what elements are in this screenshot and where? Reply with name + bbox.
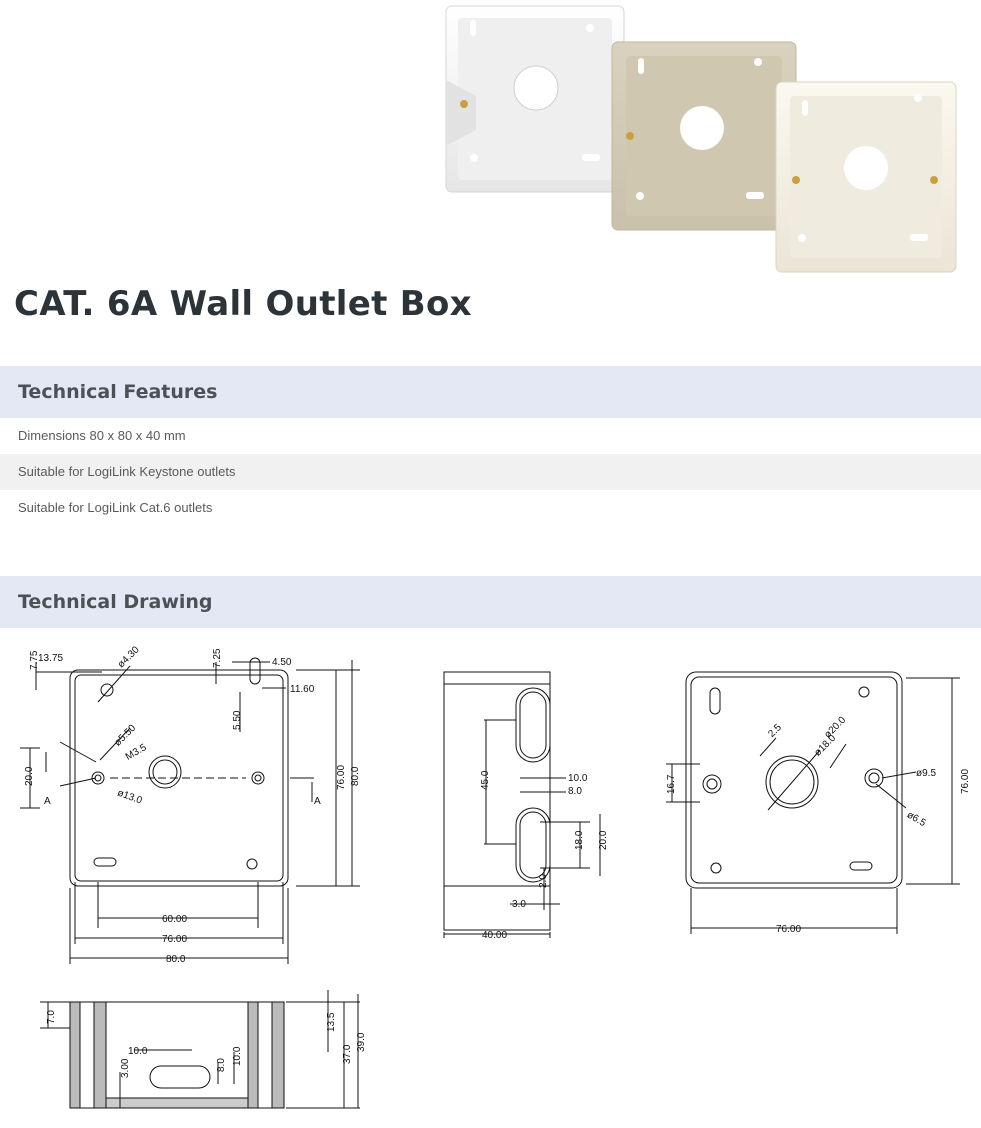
dim-label: ø6.5 <box>905 810 928 830</box>
technical-features-header: Technical Features <box>0 366 981 418</box>
white-box-image <box>445 5 625 193</box>
dim-label: 10.0 <box>232 1046 243 1066</box>
dim-label: 18.0 <box>574 830 585 850</box>
dim-label: 10.0 <box>128 1046 148 1057</box>
dim-label: 37.0 <box>342 1044 353 1064</box>
dim-label: 40.00 <box>482 930 507 941</box>
dim-label: M3.5 <box>124 742 149 763</box>
section-view-drawing: 7.0 10.0 3.00 8.0 10.0 13.5 37.0 39.0 <box>40 990 367 1109</box>
dim-label: 8.0 <box>568 786 582 797</box>
dim-label: 3.0 <box>512 899 526 910</box>
feature-item: Dimensions 80 x 80 x 40 mm <box>18 428 186 443</box>
dim-label: 5.50 <box>232 710 243 730</box>
dim-label: 2.5 <box>766 722 784 740</box>
dim-label: 7.75 <box>29 650 40 670</box>
dim-label: 39.0 <box>356 1032 367 1052</box>
dim-label: ø13.0 <box>116 788 144 807</box>
cream-box-image <box>775 81 957 273</box>
dim-label: 7.0 <box>46 1010 57 1024</box>
section-label: A <box>44 796 51 807</box>
technical-drawing-heading: Technical Drawing <box>18 591 213 613</box>
beige-box-image <box>611 41 797 231</box>
section-label: A <box>314 796 321 807</box>
dim-label: 13.5 <box>326 1012 337 1032</box>
technical-drawing-header: Technical Drawing <box>0 576 981 628</box>
dim-label: ø5.50 <box>112 722 138 748</box>
dim-label: 2.0 <box>538 874 549 888</box>
product-photo <box>445 5 957 273</box>
feature-item: Suitable for LogiLink Keystone outlets <box>0 454 981 490</box>
dim-label: 80.0 <box>350 766 361 786</box>
dim-label: ø9.5 <box>916 768 936 779</box>
technical-drawing: 13.75 7.75 ø4.30 7.25 4.50 11.60 5.50 ø5… <box>20 644 971 1109</box>
dim-label: 8.0 <box>216 1058 227 1072</box>
technical-features-heading: Technical Features <box>18 381 218 403</box>
page-title: CAT. 6A Wall Outlet Box <box>14 284 472 324</box>
feature-item: Suitable for LogiLink Cat.6 outlets <box>18 500 213 515</box>
dim-label: 20.0 <box>24 766 35 786</box>
dim-label: 76.00 <box>776 924 801 935</box>
front-view-drawing: 13.75 7.75 ø4.30 7.25 4.50 11.60 5.50 ø5… <box>20 644 361 965</box>
back-view-drawing: 2.5 ø20.0 ø18.0 16.7 ø9.5 ø6.5 76.00 76.… <box>666 671 971 935</box>
dim-label: 13.75 <box>38 653 63 664</box>
dim-label: 10.0 <box>568 773 588 784</box>
side-view-drawing: 45.0 10.0 8.0 18.0 20.0 2.0 3.0 40.00 <box>443 671 609 941</box>
dim-label: 76.00 <box>162 934 187 945</box>
dim-label: 20.0 <box>598 830 609 850</box>
dim-label: 60.00 <box>162 914 187 925</box>
dim-label: 76.00 <box>336 765 347 790</box>
dim-label: 11.60 <box>290 684 315 695</box>
dim-label: ø18.0 <box>812 732 838 758</box>
dim-label: 4.50 <box>272 657 292 668</box>
dim-label: 76.00 <box>960 769 971 794</box>
dim-label: 45.0 <box>480 770 491 790</box>
dim-label: 16.7 <box>666 774 677 794</box>
dim-label: 80.0 <box>166 954 186 965</box>
dim-label: 3.00 <box>120 1058 131 1078</box>
dim-label: ø4.30 <box>116 644 142 670</box>
dim-label: 7.25 <box>212 648 223 668</box>
